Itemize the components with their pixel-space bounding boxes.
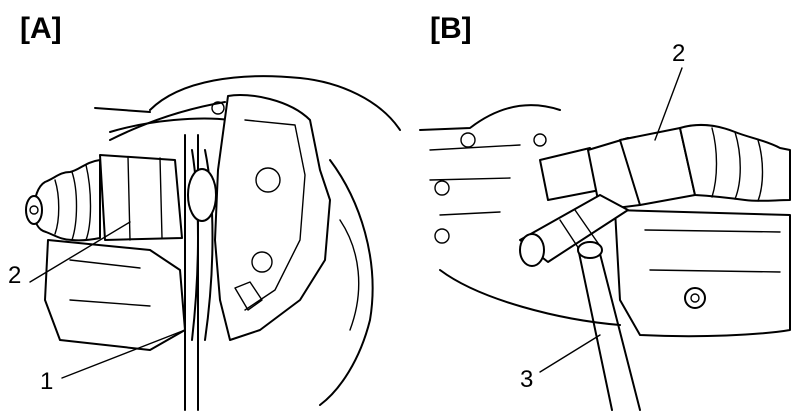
leader-b-3 bbox=[539, 334, 601, 373]
leader-a-1 bbox=[61, 329, 186, 379]
joint-body bbox=[99, 154, 183, 241]
joint-flange bbox=[187, 168, 217, 222]
drain-plug-center bbox=[690, 293, 700, 303]
knuckle-inner-outline bbox=[244, 119, 306, 311]
knuckle-plate bbox=[214, 94, 331, 341]
bar-end bbox=[577, 241, 603, 259]
bar-left-edge bbox=[577, 247, 613, 411]
case-lower-edge bbox=[439, 269, 621, 326]
housing-contour bbox=[339, 219, 360, 331]
panel-b-drawing bbox=[419, 67, 791, 411]
drain-plug bbox=[684, 287, 706, 309]
bracket bbox=[234, 281, 263, 311]
housing-right-edge bbox=[319, 159, 374, 406]
housing-ribs bbox=[69, 259, 151, 307]
case-bolt-2 bbox=[434, 180, 450, 196]
housing-ridge bbox=[109, 117, 231, 133]
cable bbox=[109, 101, 226, 141]
oil-pan bbox=[614, 209, 791, 338]
boot-folds bbox=[54, 164, 92, 241]
housing-top-edge bbox=[149, 75, 401, 131]
case-ribs bbox=[429, 144, 521, 216]
panel-a-drawing bbox=[25, 75, 401, 411]
tool-tip bbox=[519, 233, 545, 267]
bolt-top bbox=[211, 101, 225, 115]
panel-a-label: [A] bbox=[20, 12, 62, 45]
panel-b-label: [B] bbox=[430, 12, 472, 45]
knuckle-hole-upper bbox=[255, 167, 281, 193]
case-bolt-4 bbox=[533, 133, 547, 147]
knuckle-hole-lower bbox=[251, 251, 273, 273]
housing-left-edge bbox=[94, 107, 151, 113]
shaft-end bbox=[25, 195, 43, 225]
leader-a-2 bbox=[29, 221, 131, 283]
oil-pan-ribs bbox=[644, 229, 781, 273]
leader-b-2 bbox=[654, 67, 683, 141]
case-bolt-1 bbox=[460, 132, 476, 148]
callout-a-2: 2 bbox=[8, 262, 22, 289]
bar-right-edge bbox=[597, 245, 641, 411]
case-top-edge bbox=[419, 104, 561, 131]
rotor-edge bbox=[204, 149, 214, 341]
cv-boot-b bbox=[679, 124, 791, 202]
case-bolt-3 bbox=[434, 228, 450, 244]
callout-b-2: 2 bbox=[672, 40, 686, 67]
boot-folds-b bbox=[711, 127, 764, 202]
callout-b-3: 3 bbox=[520, 366, 534, 393]
callout-a-1: 1 bbox=[40, 368, 54, 395]
joint-rings bbox=[127, 156, 163, 241]
shaft-center bbox=[29, 205, 39, 215]
lower-housing bbox=[44, 239, 186, 351]
